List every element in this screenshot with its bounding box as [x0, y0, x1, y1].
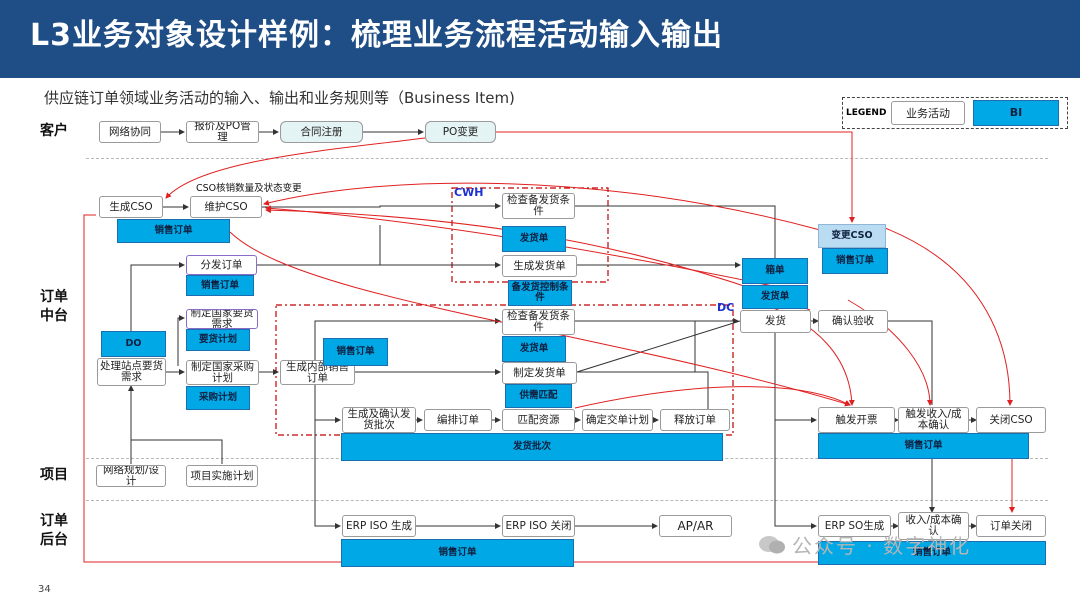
bi-shipping-order-1: 发货单 [502, 226, 566, 252]
activity-gen-ship-order: 生成发货单 [502, 255, 577, 277]
activity-network-collab: 网络协同 [99, 121, 161, 143]
lane-label-order-back: 订单 后台 [40, 513, 68, 548]
bi-do: DO [101, 331, 166, 357]
activity-contract-register: 合同注册 [280, 121, 363, 143]
activity-gen-ship-batch: 生成及确认发货批次 [342, 407, 416, 433]
title-bar: L3业务对象设计样例：梳理业务流程活动输入输出 [0, 0, 1080, 78]
cso-status-note: CSO核销数量及状态变更 [196, 183, 302, 194]
activity-trigger-revenue: 触发收入/成本确认 [898, 407, 969, 433]
bi-purchase-plan: 采购计划 [186, 386, 250, 410]
activity-po-change: PO变更 [425, 121, 496, 143]
page-subtitle: 供应链订单领域业务活动的输入、输出和业务规则等（Business Item) [44, 89, 515, 107]
lane-label-order-mid: 订单 中台 [40, 289, 68, 324]
activity-change-cso: 变更CSO [818, 224, 886, 248]
activity-confirm-accept: 确认验收 [818, 310, 888, 333]
activity-gen-cso: 生成CSO [99, 196, 163, 218]
bi-ship-control: 备发货控制条件 [508, 280, 572, 306]
activity-close-cso: 关闭CSO [976, 407, 1046, 433]
watermark-text: 公众号 · 数字神化 [792, 534, 972, 558]
cwh-label: CWH [454, 186, 484, 199]
lane-label-project: 项目 [40, 467, 68, 483]
activity-project-plan: 项目实施计划 [186, 465, 258, 487]
bi-shipping-order-dc: 发货单 [742, 285, 808, 309]
activity-maintain-cso: 维护CSO [190, 196, 262, 218]
activity-make-country-purchase: 制定国家采购计划 [186, 360, 259, 385]
activity-make-ship-order: 制定发货单 [502, 362, 577, 384]
activity-release-order: 释放订单 [660, 409, 730, 431]
activity-ship: 发货 [740, 310, 811, 333]
bi-sales-order-invoice: 销售订单 [818, 433, 1029, 459]
activity-confirm-trade-plan: 确定交单计划 [582, 409, 653, 431]
activity-match-resource: 匹配资源 [502, 409, 575, 431]
bi-supply-match: 供需匹配 [505, 384, 572, 408]
bi-packing-list: 箱单 [742, 258, 808, 284]
activity-erp-iso-close: ERP ISO 关闭 [502, 515, 575, 537]
bi-ship-batch: 发货批次 [341, 433, 723, 461]
bi-req-plan: 要货计划 [186, 329, 250, 351]
bi-sales-order-back: 销售订单 [341, 539, 574, 567]
activity-revenue-confirm: 收入/成本确认 [898, 512, 969, 540]
activity-make-country-req: 制定国家要货需求 [186, 309, 258, 329]
activity-handle-site-req: 处理站点要货需求 [97, 358, 166, 386]
bi-shipping-order-2: 发货单 [502, 336, 566, 362]
activity-check-ship-cond-1: 检查备发货条件 [502, 193, 575, 219]
activity-quote-po: 报价及PO管理 [186, 121, 259, 143]
bi-sales-order-back-right: 销售订单 [818, 541, 1046, 565]
legend: LEGEND 业务活动 BI [842, 97, 1068, 129]
page-number: 34 [38, 584, 51, 595]
lane-separator-project [86, 500, 1048, 501]
bi-sales-order-internal: 销售订单 [323, 338, 388, 366]
dc-label: DC [717, 301, 735, 314]
activity-ap-ar: AP/AR [659, 515, 732, 537]
activity-erp-so-gen: ERP SO生成 [818, 515, 891, 537]
bi-sales-order-1: 销售订单 [117, 219, 230, 243]
bi-sales-order-change: 销售订单 [822, 248, 888, 274]
activity-erp-iso-gen: ERP ISO 生成 [342, 515, 416, 537]
legend-activity: 业务活动 [891, 101, 965, 125]
page-title: L3业务对象设计样例：梳理业务流程活动输入输出 [30, 18, 723, 53]
lane-label-customer: 客户 [40, 123, 68, 139]
activity-trigger-invoice: 触发开票 [818, 407, 895, 433]
activity-arrange-order: 编排订单 [424, 409, 492, 431]
activity-network-plan: 网络规划/设计 [96, 465, 166, 487]
legend-title: LEGEND [846, 108, 887, 118]
wechat-icon [759, 536, 785, 554]
legend-bi: BI [973, 100, 1059, 126]
lane-separator-customer [86, 158, 1048, 159]
bi-sales-order-2: 销售订单 [186, 275, 254, 296]
activity-order-close: 订单关闭 [976, 515, 1046, 537]
activity-check-ship-cond-2: 检查备发货条件 [502, 309, 575, 335]
activity-dispatch-order: 分发订单 [186, 255, 257, 275]
